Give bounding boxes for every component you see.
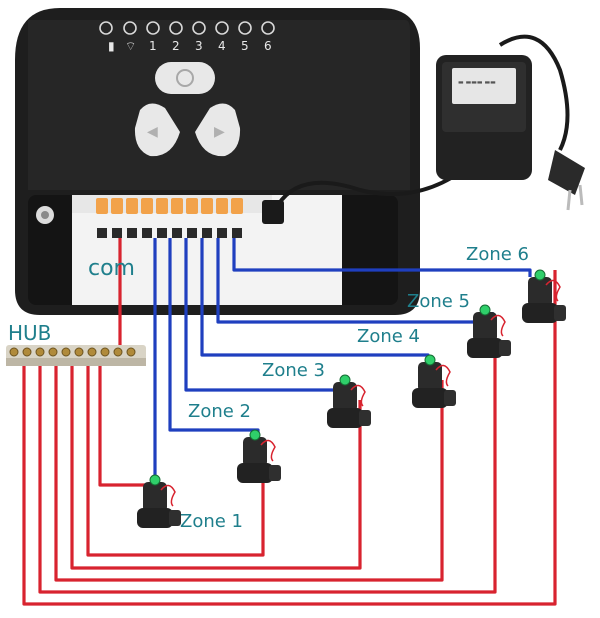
indicator-led: [146, 21, 160, 35]
indicator-number: 3: [195, 39, 203, 53]
solenoid-valve-zone-6: [522, 269, 566, 323]
hub-screw: [126, 347, 136, 357]
left-arrow-icon: ◀: [147, 124, 158, 140]
com-label: com: [88, 256, 135, 281]
indicator-number: 6: [264, 39, 272, 53]
hub-label: HUB: [8, 321, 51, 345]
indicator-led: [192, 21, 206, 35]
indicator-led: [215, 21, 229, 35]
zone-4-label: Zone 4: [357, 326, 420, 347]
hub-screw: [74, 347, 84, 357]
indicator-number: 2: [172, 39, 180, 53]
hub-screw: [113, 347, 123, 357]
indicator-labels: 1 2 3 4 5 6: [149, 39, 272, 53]
hub-screw: [48, 347, 58, 357]
hub-connector-strip: [6, 345, 146, 366]
zone-6-wire: [232, 238, 532, 277]
indicator-number: 1: [149, 39, 157, 53]
zone-1-label: Zone 1: [180, 511, 243, 532]
zone-3-label: Zone 3: [262, 360, 325, 381]
solenoid-valve-zone-2: [237, 429, 281, 483]
solenoid-valve-zone-1: [137, 474, 181, 528]
terminal-lever: [201, 198, 213, 214]
hub-screw: [9, 347, 19, 357]
terminal-lever: [171, 198, 183, 214]
hub-screw: [61, 347, 71, 357]
solenoid-valve-zone-5: [467, 304, 511, 358]
terminal-lever: [216, 198, 228, 214]
solenoid-valves: [137, 269, 566, 528]
zone-6-common-wire: [22, 270, 557, 606]
zone-2-common-wire: [86, 365, 265, 557]
zone-2-label: Zone 2: [188, 401, 251, 422]
hub-screw: [87, 347, 97, 357]
terminal-lever: [141, 198, 153, 214]
zone-4-common-wire: [54, 365, 444, 582]
zone-5-common-wire: [38, 330, 497, 594]
zone-5-label: Zone 5: [407, 291, 470, 312]
terminal-lever: [186, 198, 198, 214]
zone-3-common-wire: [70, 365, 362, 570]
terminal-lever: [231, 198, 243, 214]
terminal-lever: [126, 198, 138, 214]
top-button[interactable]: [155, 62, 215, 94]
adapter-label-lines: ▬ ▬▬▬ ▬▬: [458, 79, 496, 86]
right-button[interactable]: [195, 103, 241, 157]
indicator-led: [238, 21, 252, 35]
indicator-led: [261, 21, 275, 35]
left-button[interactable]: [134, 103, 180, 157]
terminal-block: [96, 198, 243, 238]
power-adapter: ▬ ▬▬▬ ▬▬: [262, 34, 585, 224]
indicator-led: [123, 21, 137, 35]
control-pad: ◀ ▶: [134, 62, 241, 157]
indicator-led: [169, 21, 183, 35]
wifi-icon: ⌔: [125, 39, 136, 53]
zone-1-common-wire: [98, 365, 150, 487]
zone-6-label: Zone 6: [466, 244, 529, 265]
indicator-number: 4: [218, 39, 226, 53]
indicator-led: [99, 21, 113, 35]
hub-screw: [35, 347, 45, 357]
right-arrow-icon: ▶: [214, 124, 225, 140]
indicator-led-row: [99, 21, 275, 35]
terminal-lever: [111, 198, 123, 214]
hub-screw: [22, 347, 32, 357]
solenoid-valve-zone-3: [327, 374, 371, 428]
indicator-number: 5: [241, 39, 249, 53]
terminal-lever: [96, 198, 108, 214]
terminal-lever: [156, 198, 168, 214]
hub-screw: [100, 347, 110, 357]
battery-icon: ▮: [108, 39, 115, 53]
solenoid-valve-zone-4: [412, 354, 456, 408]
